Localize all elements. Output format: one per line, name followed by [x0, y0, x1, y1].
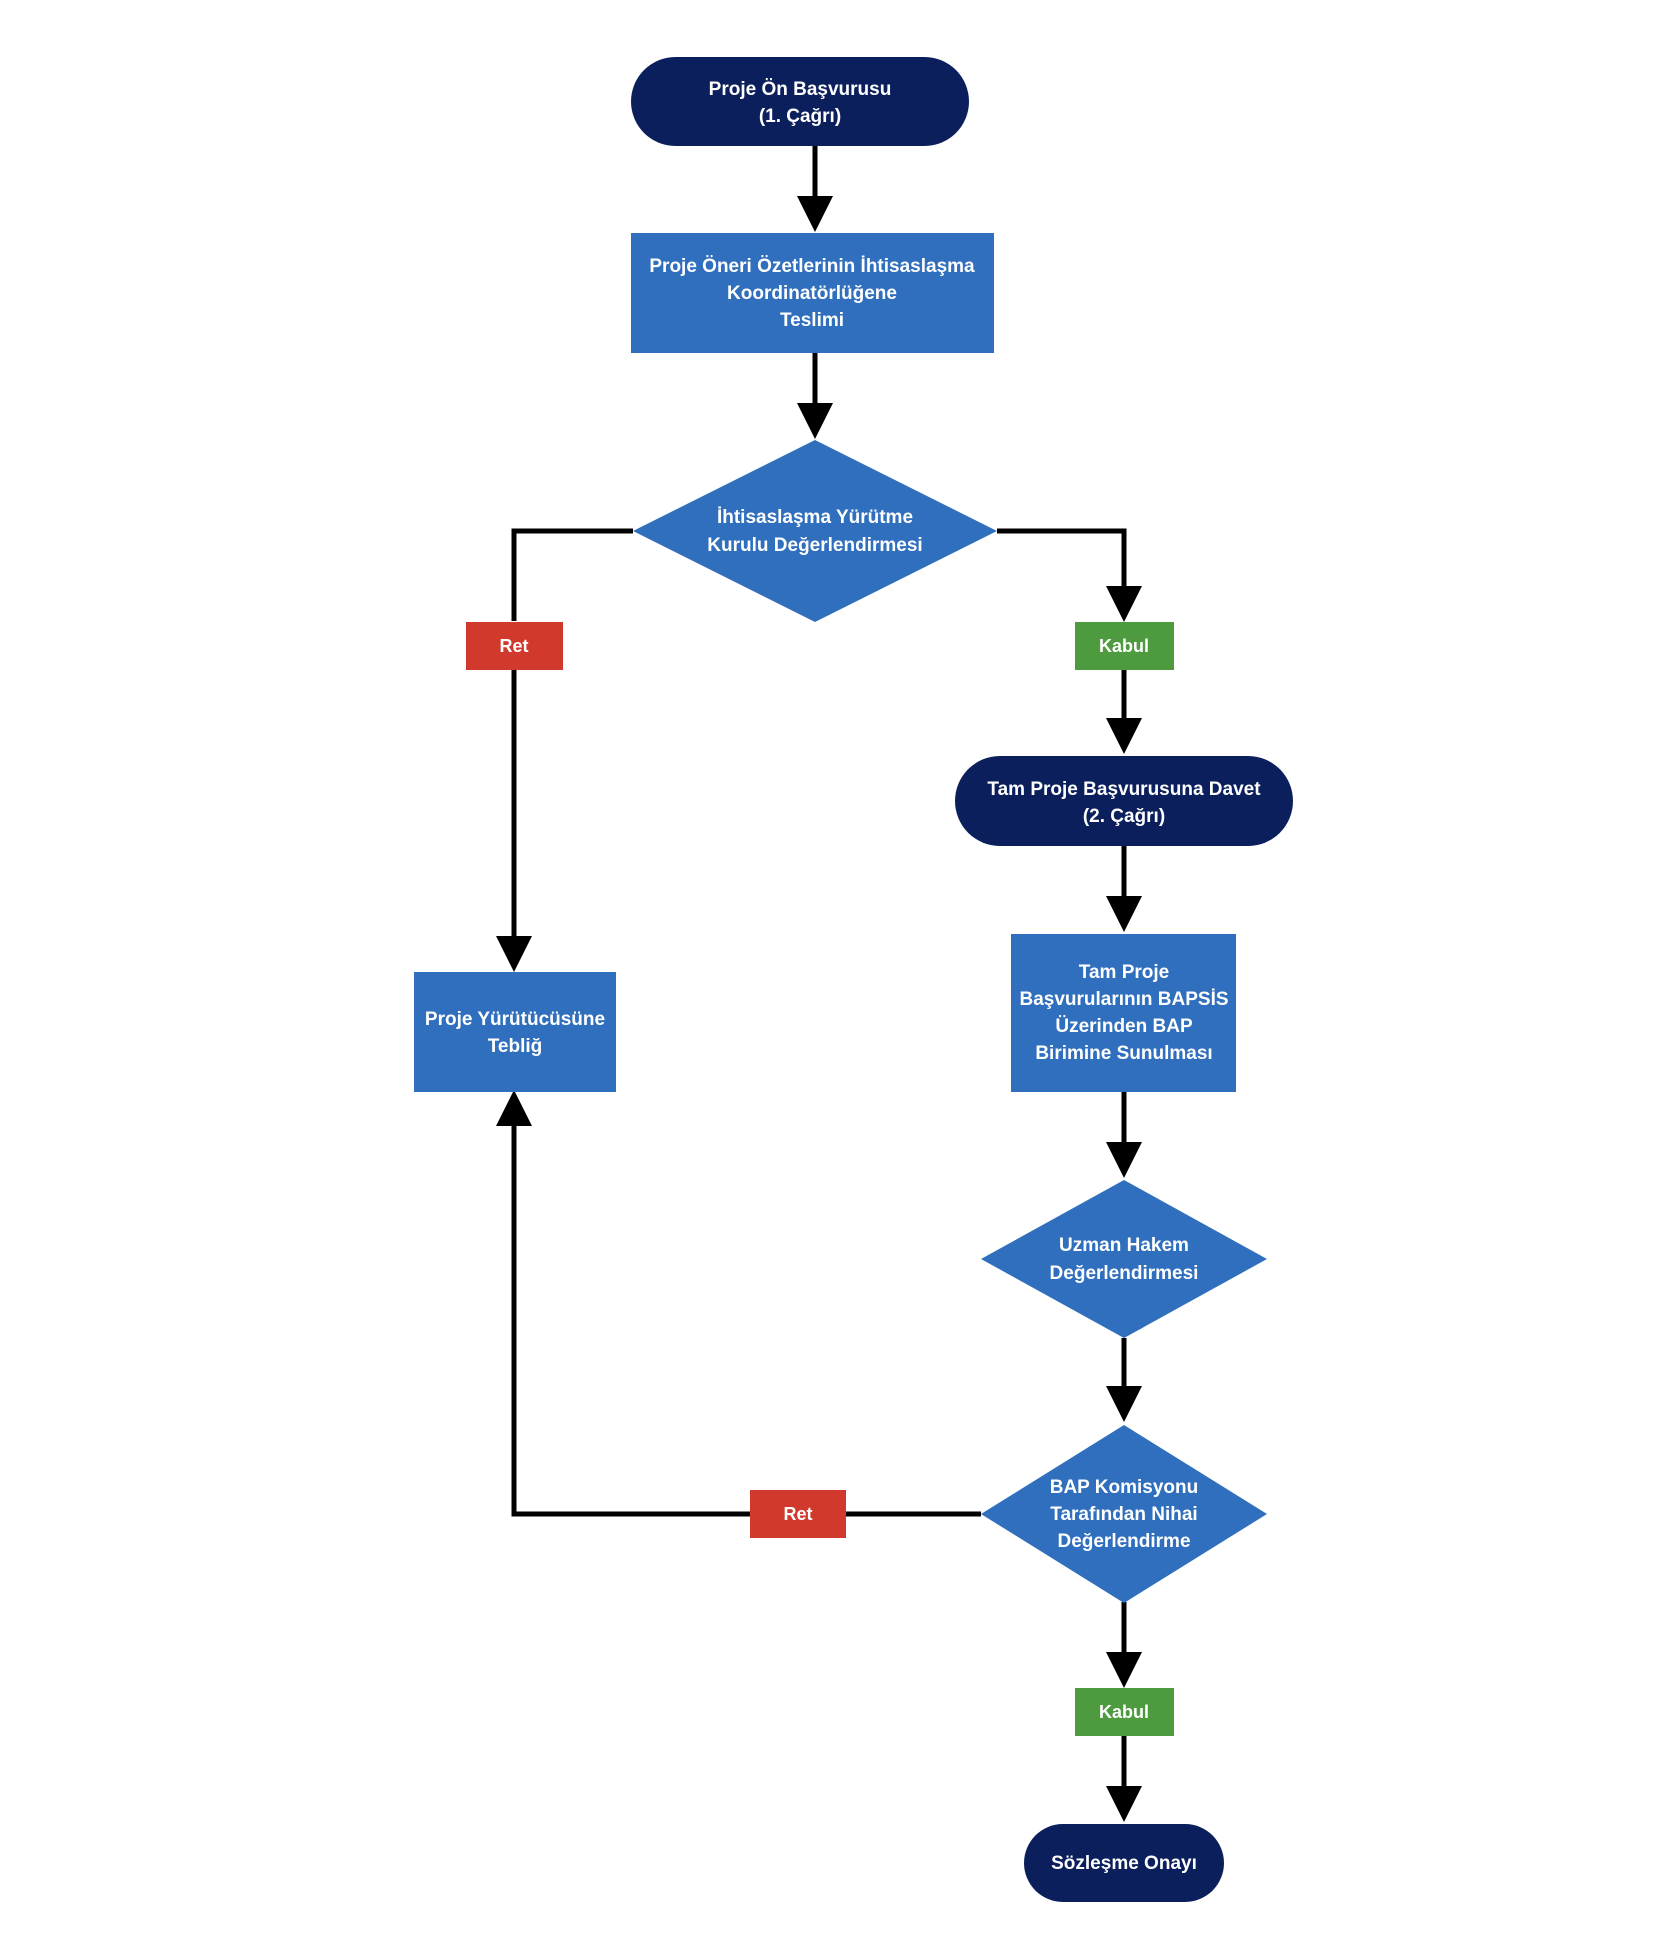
- node-contract-label: Sözleşme Onayı: [1051, 1853, 1197, 1874]
- node-invite-full-line2: (2. Çağrı): [1083, 806, 1165, 827]
- node-reject-2: Ret: [750, 1490, 846, 1538]
- arrowhead-icon: [1106, 1786, 1142, 1822]
- node-reject-1: Ret: [466, 622, 563, 670]
- node-reject-2-label: Ret: [783, 1504, 812, 1524]
- arrowhead-icon: [496, 1090, 532, 1126]
- node-submit-summaries-line3: Teslimi: [780, 310, 844, 331]
- line-reject2-to-notify: [511, 1122, 750, 1517]
- arrowhead-icon: [1106, 718, 1142, 754]
- node-start-line2: (1. Çağrı): [759, 106, 841, 127]
- node-accept-1: Kabul: [1075, 622, 1174, 670]
- node-final-eval: BAP Komisyonu Tarafından Nihai Değerlend…: [981, 1425, 1267, 1603]
- node-accept-2: Kabul: [1075, 1688, 1174, 1736]
- connectors: [496, 146, 1142, 1822]
- node-reject-1-label: Ret: [499, 636, 528, 656]
- line-committee-to-reject1: [511, 528, 633, 621]
- node-submit-full-line2: Başvurularının BAPSİS: [1019, 989, 1228, 1010]
- node-start-line1: Proje Ön Başvurusu: [709, 79, 892, 100]
- node-contract: Sözleşme Onayı: [1024, 1824, 1224, 1902]
- node-final-eval-line1: BAP Komisyonu: [1050, 1477, 1199, 1498]
- arrowhead-icon: [1106, 896, 1142, 932]
- line-committee-to-accept1: [997, 528, 1127, 590]
- node-invite-full-line1: Tam Proje Başvurusuna Davet: [987, 779, 1261, 800]
- arrowhead-icon: [496, 936, 532, 972]
- node-submit-summaries: Proje Öneri Özetlerinin İhtisaslaşma Koo…: [631, 233, 994, 353]
- node-submit-full-line4: Birimine Sunulması: [1035, 1043, 1212, 1064]
- arrowhead-icon: [1106, 1142, 1142, 1178]
- node-notify: Proje Yürütücüsüne Tebliğ: [414, 972, 616, 1092]
- node-submit-full-line1: Tam Proje: [1079, 962, 1169, 983]
- node-notify-line1: Proje Yürütücüsüne: [425, 1009, 605, 1030]
- arrowhead-icon: [797, 196, 833, 232]
- arrowhead-icon: [1106, 1386, 1142, 1422]
- node-notify-line2: Tebliğ: [488, 1036, 543, 1057]
- node-committee-eval-line1: İhtisaslaşma Yürütme: [717, 507, 913, 528]
- arrowhead-icon: [1106, 1652, 1142, 1688]
- node-committee-eval: İhtisaslaşma Yürütme Kurulu Değerlendirm…: [633, 440, 997, 622]
- node-submit-summaries-line2: Koordinatörlüğene: [727, 283, 897, 304]
- node-referee-eval-line2: Değerlendirmesi: [1050, 1263, 1199, 1284]
- node-submit-summaries-line1: Proje Öneri Özetlerinin İhtisaslaşma: [649, 256, 975, 277]
- node-final-eval-line3: Değerlendirme: [1057, 1531, 1190, 1552]
- arrowhead-icon: [1106, 586, 1142, 622]
- node-referee-eval: Uzman Hakem Değerlendirmesi: [981, 1180, 1267, 1338]
- node-submit-full-line3: Üzerinden BAP: [1055, 1016, 1193, 1037]
- node-submit-full: Tam Proje Başvurularının BAPSİS Üzerinde…: [1011, 934, 1236, 1092]
- node-committee-eval-line2: Kurulu Değerlendirmesi: [707, 535, 922, 556]
- node-final-eval-line2: Tarafından Nihai: [1050, 1504, 1197, 1525]
- node-referee-eval-line1: Uzman Hakem: [1059, 1235, 1189, 1256]
- arrowhead-icon: [797, 403, 833, 439]
- node-invite-full: Tam Proje Başvurusuna Davet (2. Çağrı): [955, 756, 1293, 846]
- node-accept-2-label: Kabul: [1099, 1702, 1149, 1722]
- node-start: Proje Ön Başvurusu (1. Çağrı): [631, 57, 969, 146]
- node-accept-1-label: Kabul: [1099, 636, 1149, 656]
